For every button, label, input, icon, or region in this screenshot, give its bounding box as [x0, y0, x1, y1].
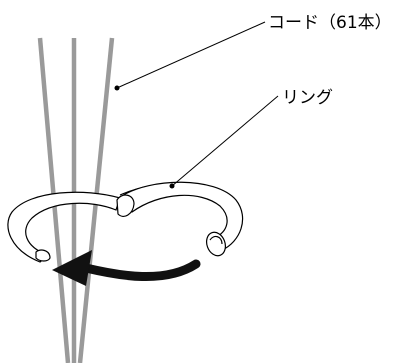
cord-label: コード（61本）: [268, 13, 392, 33]
ring-left-lobe: [7, 191, 121, 263]
ring-end-right-inner: [209, 235, 223, 245]
ring-end-left: [35, 249, 51, 262]
rotation-arrow-head: [52, 250, 92, 286]
ring-leader-dot: [169, 183, 175, 189]
cord-leader-dot: [114, 85, 120, 91]
cord-leader-line: [116, 21, 266, 89]
ring-label: リング: [282, 88, 333, 108]
rotation-arrow-shaft: [81, 259, 201, 282]
ring-leader-line: [171, 95, 279, 187]
rotation-arrow: [52, 250, 201, 286]
ring: [7, 181, 244, 263]
ring-notch: [116, 194, 135, 217]
